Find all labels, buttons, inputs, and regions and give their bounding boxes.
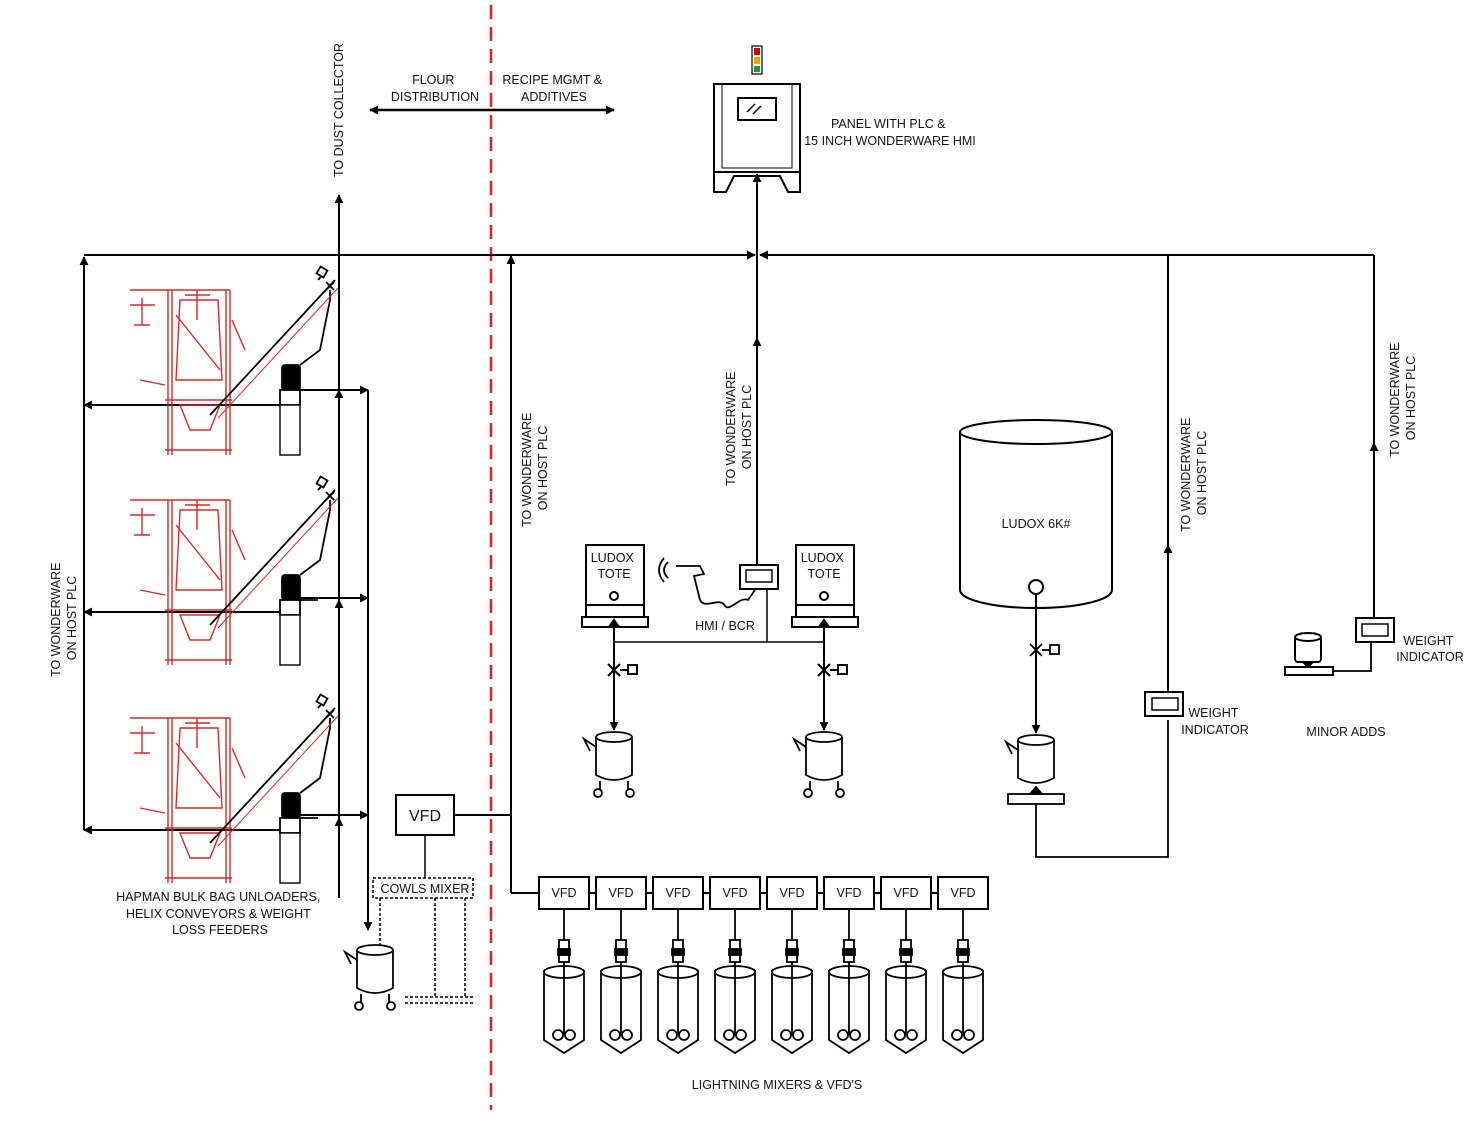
hmi-terminal	[739, 564, 779, 590]
vfd-label-3: VFD	[666, 886, 691, 900]
vfd-mixer-7: VFD	[874, 876, 932, 1055]
vfd-mixer-8: VFD	[931, 876, 989, 1055]
cowls-mixer-label: COWLS MIXER	[381, 882, 470, 896]
vfd-label-4: VFD	[723, 886, 748, 900]
vfd-label-1: VFD	[552, 886, 577, 900]
bulk-bag-unloader-3	[130, 693, 344, 898]
to-dust-collector-label: TO DUST COLLECTOR	[332, 43, 346, 177]
ludox-tote-1	[581, 544, 649, 798]
vfd-label-6: VFD	[837, 886, 862, 900]
to-wonderware-right1-label: TO WONDERWARE ON HOST PLC	[1179, 414, 1209, 532]
hmi-bcr-label: HMI / BCR	[695, 619, 755, 633]
to-wonderware-mid-label: TO WONDERWARE ON HOST PLC	[520, 409, 550, 527]
plc-panel	[713, 45, 801, 193]
bulk-bag-unloaders	[130, 265, 344, 898]
ludox-tote-2-label: LUDOX TOTE	[801, 551, 848, 581]
to-wonderware-right2-label: TO WONDERWARE ON HOST PLC	[1388, 339, 1418, 457]
minor-adds-line	[1333, 640, 1372, 672]
vfd-label-5: VFD	[780, 886, 805, 900]
weight-indicator-1-icon	[1144, 691, 1184, 717]
vfd-big-label: VFD	[409, 808, 441, 825]
vfd-label-2: VFD	[609, 886, 634, 900]
recipe-mgmt-label: RECIPE MGMT & ADDITIVES	[502, 73, 605, 104]
signal-light-amber	[754, 57, 760, 64]
weight-indicator-1-label: WEIGHT INDICATOR	[1181, 706, 1249, 737]
vfd-mixer-1: VFD	[538, 876, 590, 1055]
weight-indicator-2-label: WEIGHT INDICATOR	[1396, 634, 1464, 664]
ludox-tank-label: LUDOX 6K#	[1002, 517, 1071, 531]
cowls-mixer-stand	[379, 898, 475, 1004]
signal-light-green	[754, 66, 760, 72]
signal-light-red	[754, 48, 760, 55]
to-wonderware-hmi-label: TO WONDERWARE ON HOST PLC	[724, 368, 754, 486]
vfd-mixer-5: VFD	[760, 876, 818, 1055]
vfd-mixer-6: VFD	[817, 876, 875, 1055]
cowls-mix-pot	[342, 944, 396, 1011]
to-wonderware-left-label: TO WONDERWARE ON HOST PLC	[49, 559, 79, 677]
cowls-mixer-frame	[372, 877, 474, 899]
panel-label: PANEL WITH PLC & 15 INCH WONDERWARE HMI	[804, 117, 976, 148]
minor-adds-scale	[1284, 632, 1334, 676]
ludox-tote-2	[791, 544, 859, 798]
vfd-row: VFD VFD VFD VFD VFD VFD VFD VFD	[538, 876, 989, 1055]
vfd-label-8: VFD	[951, 886, 976, 900]
weight-indicator-2-icon	[1355, 617, 1395, 643]
minor-adds-label: MINOR ADDS	[1306, 725, 1385, 739]
bulk-bag-unloader-2	[130, 475, 344, 680]
ludox-tank	[959, 419, 1113, 609]
vfd-label-7: VFD	[894, 886, 919, 900]
bulk-bag-unloader-1	[130, 265, 344, 470]
tank-pot	[1003, 734, 1055, 784]
ludox-tote-1-label: LUDOX TOTE	[591, 551, 638, 581]
flour-distribution-label: FLOUR DISTRIBUTION	[391, 73, 479, 104]
vfd-mixer-3: VFD	[646, 876, 704, 1055]
tank-scale	[1007, 785, 1065, 805]
tank-scale-line	[1035, 720, 1169, 858]
vfd-mixer-2: VFD	[589, 876, 647, 1055]
lightning-label: LIGHTNING MIXERS & VFD'S	[692, 1078, 862, 1092]
ludox-totes	[581, 544, 859, 798]
tank-valve-icon	[1029, 643, 1060, 657]
hapman-label: HAPMAN BULK BAG UNLOADERS, HELIX CONVEYO…	[116, 890, 324, 937]
barcode-reader-icon	[658, 557, 756, 609]
vfd-mixer-4: VFD	[703, 876, 761, 1055]
